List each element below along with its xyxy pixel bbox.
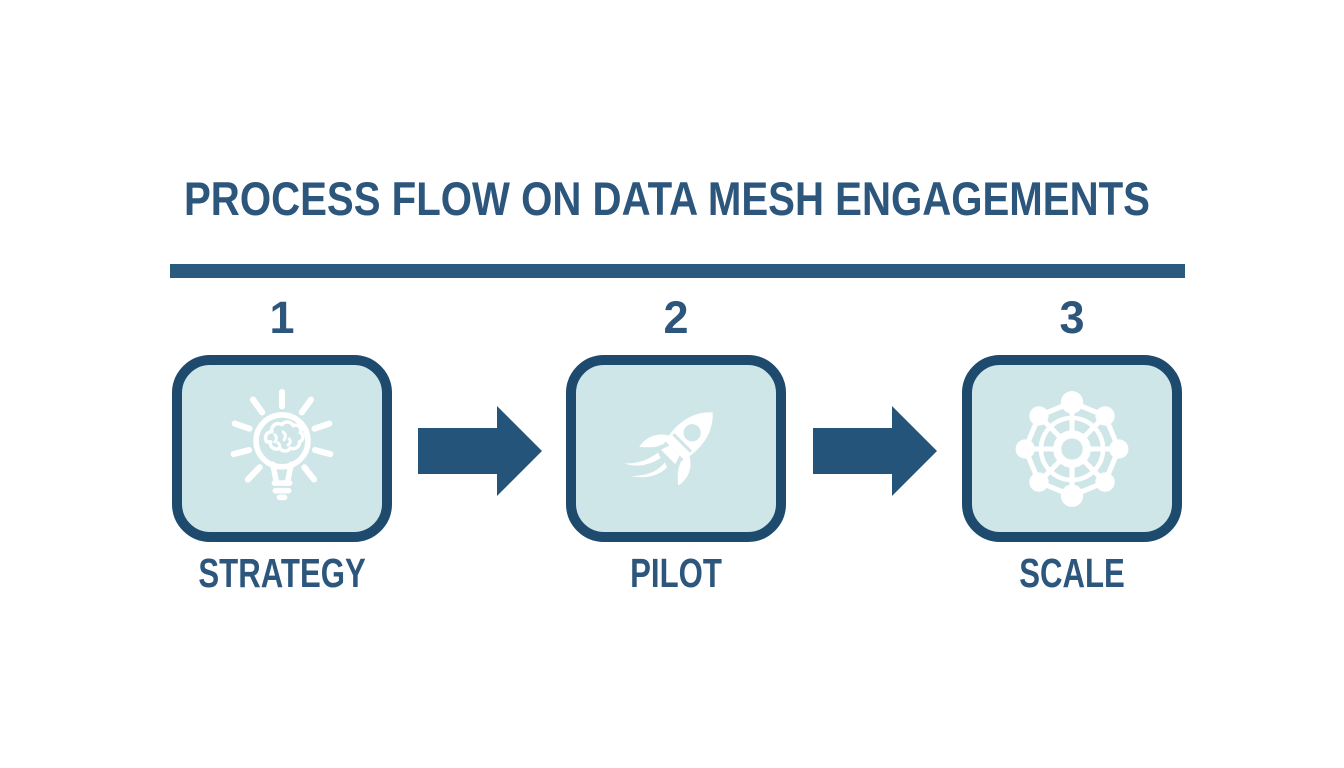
step-3-number: 3 bbox=[1059, 292, 1085, 343]
rocket-icon bbox=[624, 411, 713, 486]
title-divider-bar bbox=[170, 264, 1185, 278]
step-1-box bbox=[172, 355, 392, 542]
page-title: PROCESS FLOW ON DATA MESH ENGAGEMENTS bbox=[184, 172, 1150, 225]
step-2-label: PILOT bbox=[630, 550, 722, 596]
lightbulb-brain-icon bbox=[230, 388, 334, 500]
arrow-right-icon bbox=[418, 406, 542, 496]
step-1-label: STRATEGY bbox=[198, 550, 366, 596]
step-3-box bbox=[962, 355, 1182, 542]
step-2-number: 2 bbox=[663, 292, 689, 343]
step-1-number: 1 bbox=[269, 292, 295, 343]
step-3-label: SCALE bbox=[1019, 550, 1125, 596]
arrow-right-icon bbox=[813, 406, 937, 496]
mesh-network-icon bbox=[1015, 390, 1129, 507]
step-2-box bbox=[566, 355, 786, 542]
